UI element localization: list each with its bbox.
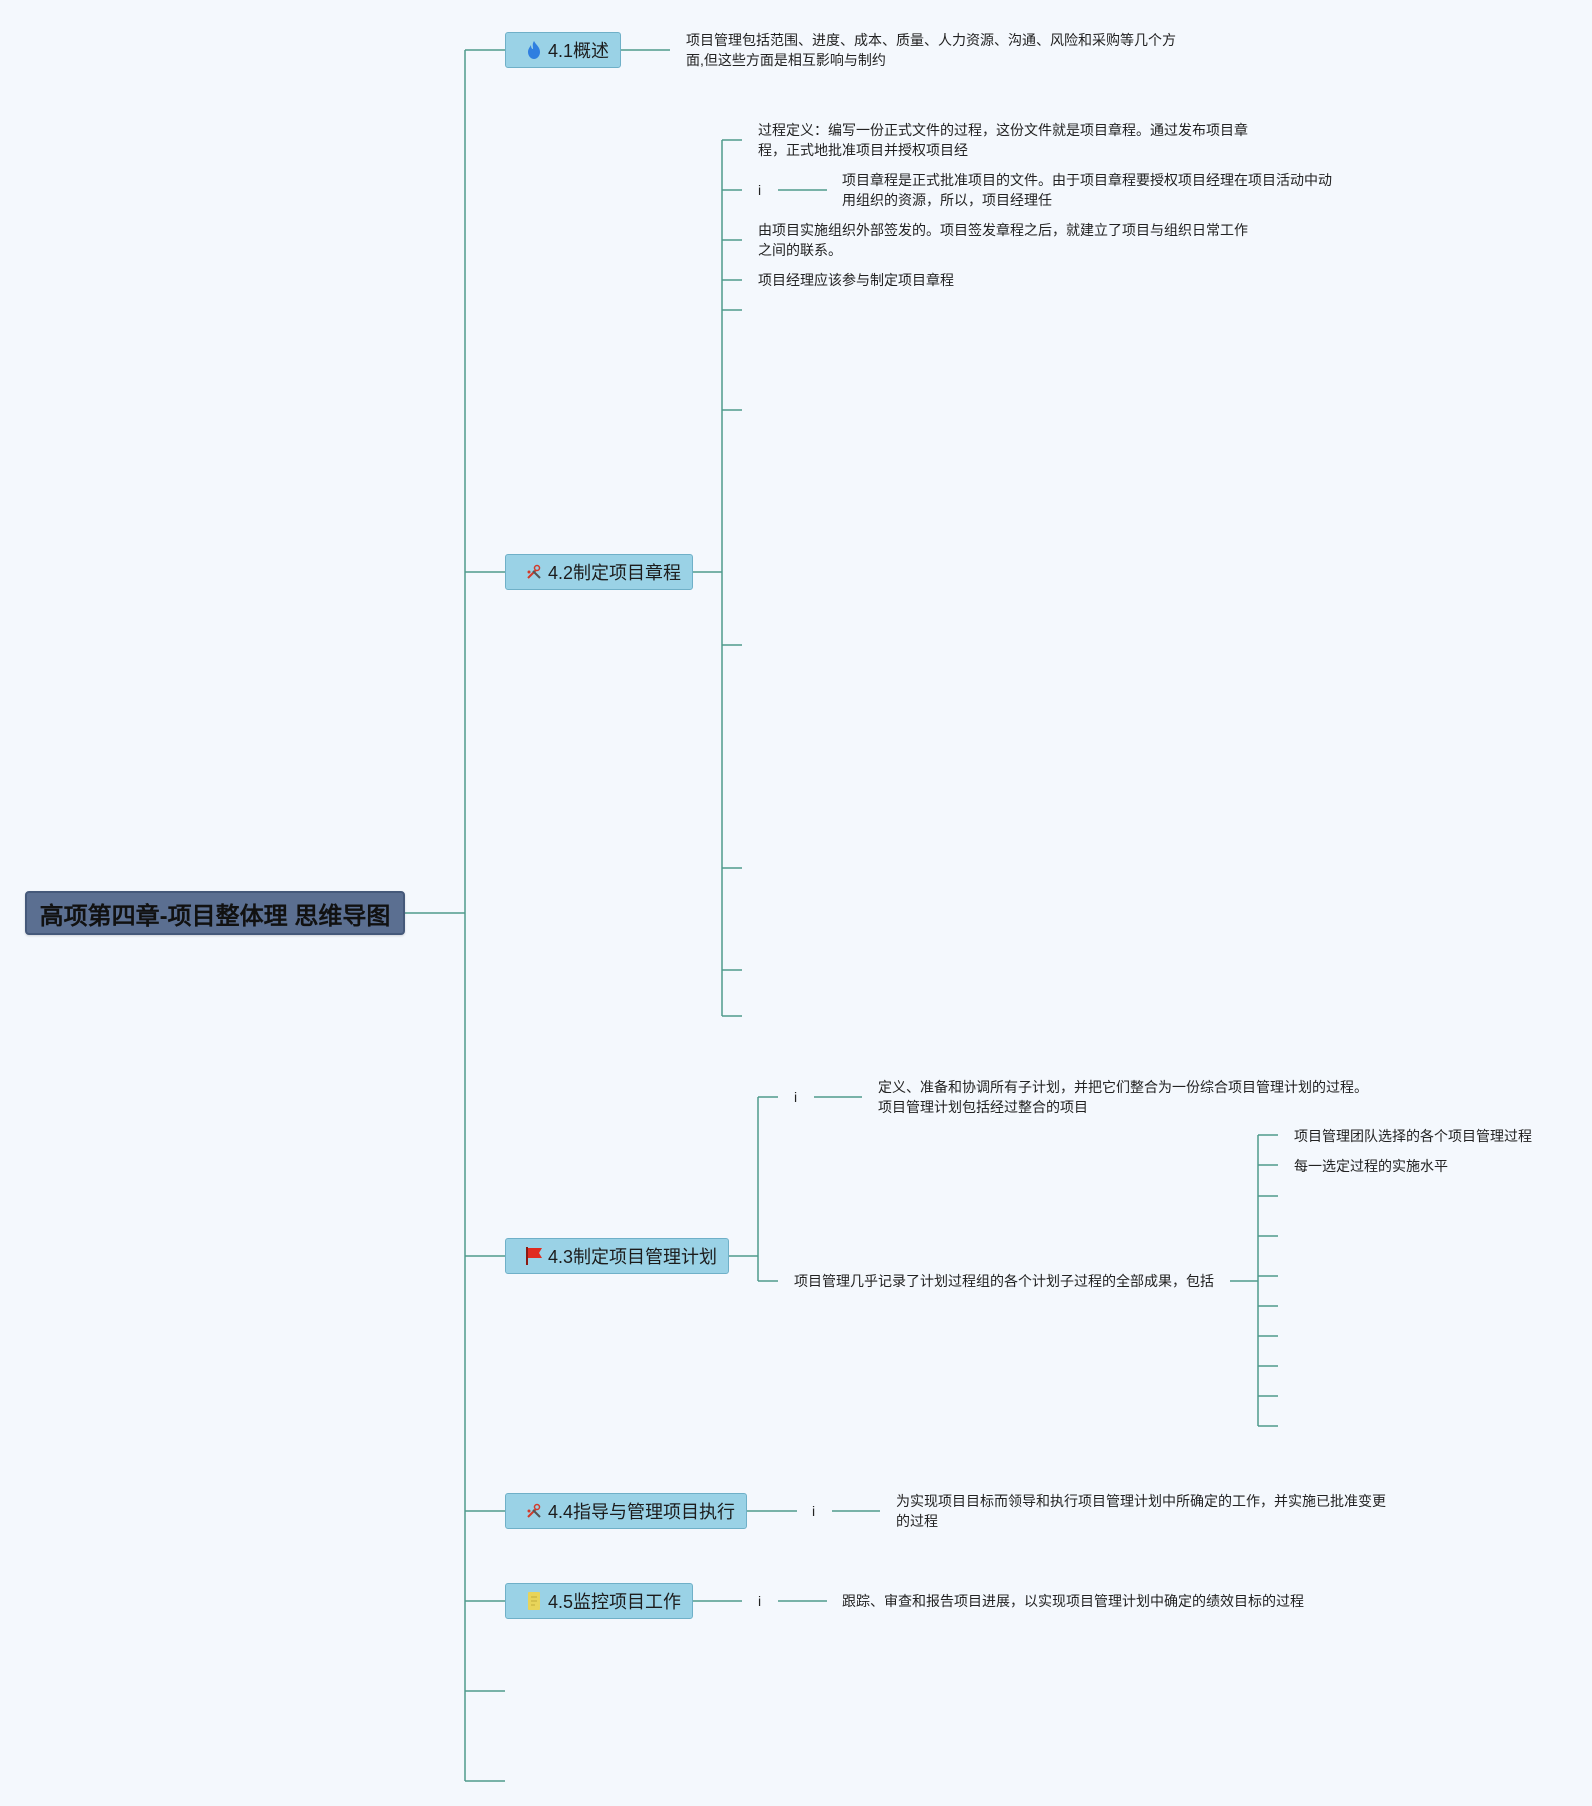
branch-4-5[interactable]: 4.5监控项目工作 (505, 1583, 693, 1619)
branch-label: 4.3制定项目管理计划 (548, 1247, 718, 1267)
root-title: 高项第四章-项目整体理 思维导图 (39, 902, 391, 930)
execution-definition: 为实现项目目标而领导和执行项目管理计划中所确定的工作，并实施已批准变更 的过程 (896, 1493, 1386, 1529)
branch-4-2[interactable]: 4.2制定项目章程 (505, 554, 693, 590)
document-icon (524, 1591, 544, 1611)
branch-label: 4.2制定项目章程 (548, 563, 682, 583)
branch-label: 4.5监控项目工作 (548, 1592, 682, 1612)
charter-document-text: 项目章程是正式批准项目的文件。由于项目章程要授权项目经理在项目活动中动 用组织的… (842, 172, 1332, 208)
plan-sub-item: 项目管理团队选择的各个项目管理过程 (1294, 1128, 1532, 1144)
root-node[interactable]: 高项第四章-项目整体理 思维导图 (25, 891, 405, 935)
plan-definition: 定义、准备和协调所有子计划，并把它们整合为一份综合项目管理计划的过程。 项目管理… (878, 1079, 1368, 1115)
branch-4-4[interactable]: 4.4指导与管理项目执行 (505, 1493, 747, 1529)
tools-icon (524, 562, 544, 582)
plan-sub-item: 每一选定过程的实施水平 (1294, 1158, 1448, 1174)
branch-label: 4.1概述 (548, 41, 610, 61)
info-icon[interactable]: i (812, 1503, 816, 1519)
branch-label: 4.4指导与管理项目执行 (548, 1502, 736, 1522)
monitoring-definition: 跟踪、审查和报告项目进展，以实现项目管理计划中确定的绩效目标的过程 (842, 1593, 1304, 1609)
info-icon[interactable]: i (758, 182, 762, 198)
branch-4-1[interactable]: 4.1概述 (505, 32, 621, 68)
flag-icon (524, 1246, 544, 1266)
plan-record-text: 项目管理几乎记录了计划过程组的各个计划子过程的全部成果，包括 (794, 1273, 1214, 1289)
project-manager-text: 项目经理应该参与制定项目章程 (758, 272, 954, 288)
charter-issuer-text: 由项目实施组织外部签发的。项目签发章程之后，就建立了项目与组织日常工作 之间的联… (758, 222, 1248, 258)
overview-text: 项目管理包括范围、进度、成本、质量、人力资源、沟通、风险和采购等几个方 面,但这… (686, 32, 1176, 68)
tools-icon (524, 1501, 544, 1521)
branch-4-3[interactable]: 4.3制定项目管理计划 (505, 1238, 729, 1274)
info-icon[interactable]: i (794, 1089, 798, 1105)
charter-definition: 过程定义：编写一份正式文件的过程，这份文件就是项目章程。通过发布项目章 程，正式… (758, 122, 1248, 158)
info-icon[interactable]: i (758, 1593, 762, 1609)
flame-icon (524, 40, 544, 60)
